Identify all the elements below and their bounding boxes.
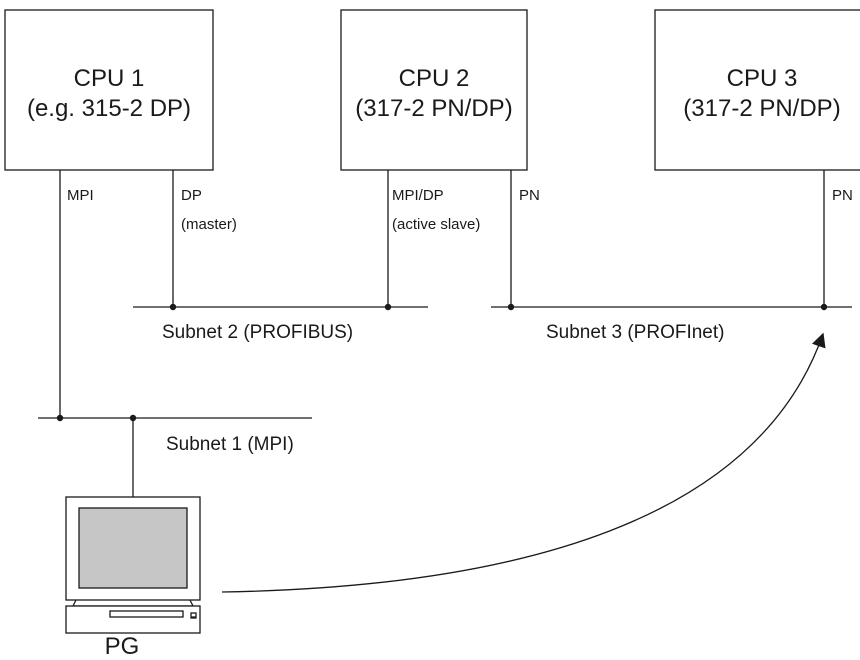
cpu-1-mpi-port-label: MPI — [67, 187, 94, 204]
pg-monitor-screen — [78, 507, 188, 589]
cpu-1-dp-port-label: DP — [181, 187, 202, 204]
cpu-2-mpidp-role-label: (active slave) — [392, 216, 480, 233]
cpu-3-model: (317-2 PN/DP) — [683, 95, 840, 122]
cpu-3-title: CPU 3 — [727, 65, 798, 92]
cpu-3-block: CPU 3 (317-2 PN/DP) — [654, 9, 860, 171]
pg-label: PG — [105, 633, 140, 660]
pg-computer-icon: PG — [65, 496, 201, 660]
subnet-2-bus: Subnet 2 (PROFIBUS) — [133, 303, 428, 343]
cpu-2-pn-port-label: PN — [519, 187, 540, 204]
subnet-1-label: Subnet 1 (MPI) — [166, 434, 294, 455]
pg-power-button-icon — [190, 612, 197, 619]
subnet-2-node-cpu1 — [169, 303, 177, 311]
subnet-3-bus: Subnet 3 (PROFInet) — [491, 303, 852, 343]
cpu-2-mpidp-port-label: MPI/DP — [392, 187, 444, 204]
subnet-3-node-cpu3 — [820, 303, 828, 311]
cpu-3-pn-port-label: PN — [832, 187, 853, 204]
pg-system-unit — [65, 605, 201, 634]
cpu-1-title: CPU 1 — [74, 65, 145, 92]
cpu-2-model: (317-2 PN/DP) — [355, 95, 512, 122]
subnet-3-label: Subnet 3 (PROFInet) — [546, 322, 724, 343]
cpu-2-box — [340, 9, 528, 171]
cpu-2-block: CPU 2 (317-2 PN/DP) — [340, 9, 528, 171]
subnet-1-node-cpu1 — [56, 414, 64, 422]
pg-to-cpu3-arrow — [221, 332, 826, 593]
pg-monitor-stand — [71, 599, 195, 607]
cpu-1-box — [4, 9, 214, 171]
subnet-2-node-cpu2 — [384, 303, 392, 311]
subnet-1-bus: Subnet 1 (MPI) — [38, 414, 312, 455]
subnet-3-node-cpu2 — [507, 303, 515, 311]
subnet-2-label: Subnet 2 (PROFIBUS) — [162, 322, 353, 343]
pg-drive-slot — [109, 610, 184, 618]
cpu-3-box — [654, 9, 860, 171]
cpu-2-title: CPU 2 — [399, 65, 470, 92]
cpu-1-dp-role-label: (master) — [181, 216, 237, 233]
cpu-1-model: (e.g. 315-2 DP) — [27, 95, 191, 122]
cpu-1-block: CPU 1 (e.g. 315-2 DP) — [4, 9, 214, 171]
